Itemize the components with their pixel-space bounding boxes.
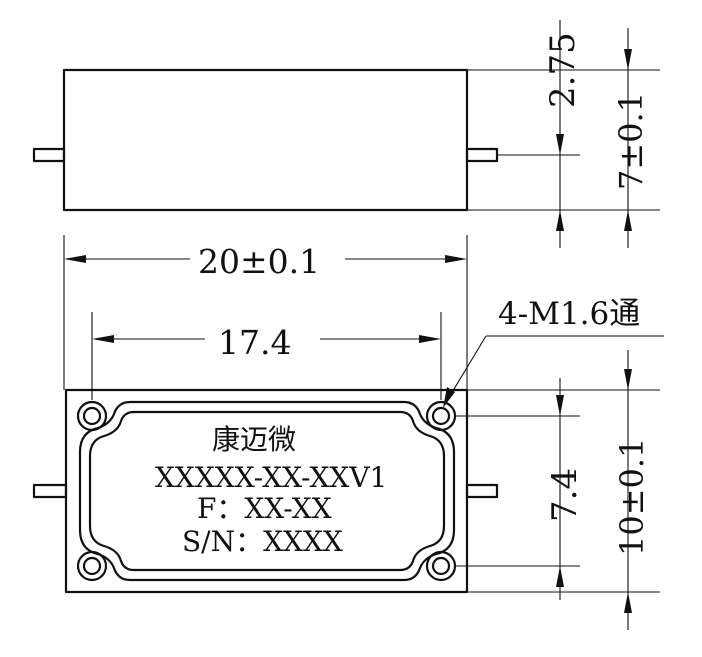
arrow-10-bottom	[624, 592, 632, 613]
label-model: XXXXX-XX-XXV1	[155, 461, 387, 494]
arrow-17-right	[419, 335, 441, 343]
dim-label-20: 20±0.1	[198, 242, 320, 281]
hole-callout: 4-M1.6通	[498, 296, 640, 332]
side-view-right-pin	[465, 147, 499, 163]
arrow-7-up	[624, 210, 632, 231]
side-view-left-pin	[32, 147, 66, 163]
dim-label-2-75: 2.75	[543, 32, 583, 108]
arrow-17-left	[92, 335, 114, 343]
arrow-10-top	[624, 369, 632, 390]
lid-outline-inner	[88, 410, 446, 572]
dim-label-10: 10±0.1	[613, 438, 651, 556]
arrow-7-down	[624, 49, 632, 70]
arrow-20-right	[445, 255, 467, 263]
arrow-2-75-down	[556, 134, 564, 155]
label-brand: 康迈微	[212, 423, 296, 456]
hole-top-right	[425, 400, 457, 432]
hole-top-left	[76, 400, 108, 432]
dim-label-7: 7±0.1	[612, 92, 650, 190]
label-serial: S/N：XXXX	[182, 525, 343, 558]
dim-label-17-4: 17.4	[218, 323, 291, 362]
hole-bottom-right	[425, 550, 457, 582]
arrow-7-4-bottom	[556, 566, 564, 587]
front-view-left-pin	[32, 483, 68, 499]
hole-bottom-left	[76, 550, 108, 582]
side-view-body	[62, 68, 469, 212]
dim-label-7-4: 7.4	[545, 468, 585, 522]
arrow-2-75-up	[556, 210, 564, 231]
arrow-20-left	[64, 255, 86, 263]
label-frequency: F：XX-XX	[197, 492, 332, 525]
arrow-7-4-top	[556, 395, 564, 416]
front-view-right-pin	[465, 483, 499, 499]
